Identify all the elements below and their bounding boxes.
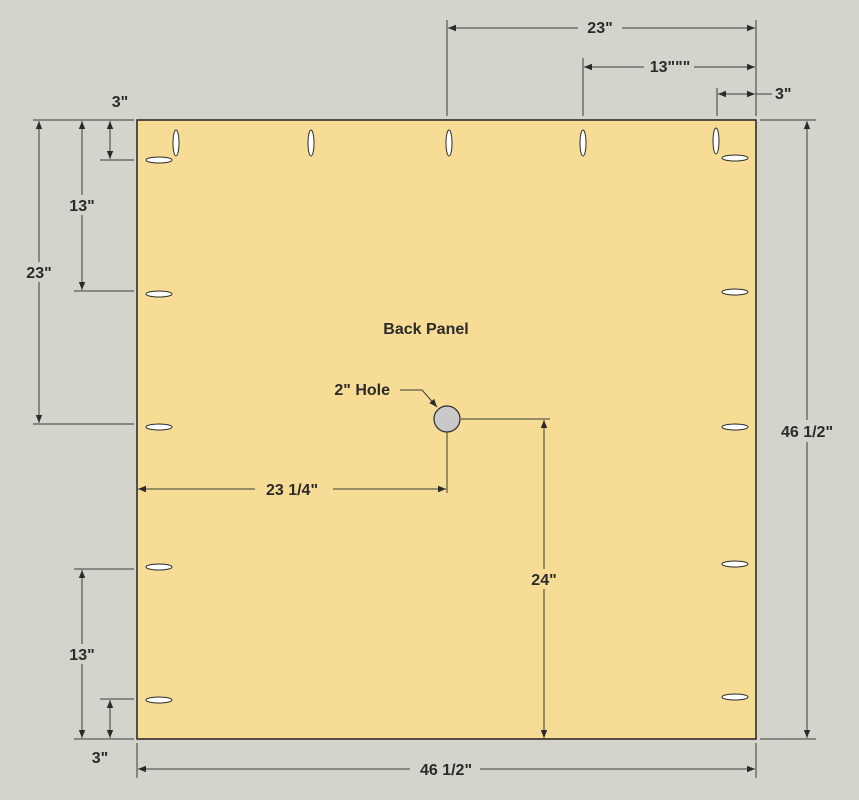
- dim-right-46: 46 1/2": [781, 424, 833, 441]
- top-slots: [172, 127, 720, 157]
- dim-hole-x: 23 1/4": [266, 482, 318, 499]
- dim-hole-y: 24": [531, 572, 556, 589]
- hole-leader: [400, 389, 438, 408]
- slot: [721, 288, 749, 296]
- slot: [145, 696, 173, 704]
- center-hole: [433, 405, 461, 433]
- slot: [721, 423, 749, 431]
- slot: [579, 129, 587, 157]
- dim-top-23: 23": [587, 20, 612, 37]
- right-dimensions: 46 1/2": [760, 119, 840, 740]
- slot: [445, 129, 453, 157]
- slot: [172, 129, 180, 157]
- panel-title: Back Panel: [383, 321, 468, 338]
- hole-dimensions: 23 1/4" 24": [138, 418, 564, 738]
- slot: [721, 693, 749, 701]
- dim-top-13: 13""": [650, 59, 691, 76]
- slot: [145, 423, 173, 431]
- dim-top-3: 3": [775, 86, 791, 103]
- slot: [712, 127, 720, 155]
- hole-label: 2" Hole: [334, 382, 390, 399]
- top-dimensions: 23" 13""" 3": [446, 17, 791, 116]
- slot: [307, 129, 315, 157]
- dim-bottom-46: 46 1/2": [420, 762, 472, 779]
- slot: [721, 154, 749, 162]
- dim-left-13-top: 13": [69, 198, 94, 215]
- dim-left-3-top: 3": [112, 94, 128, 111]
- slot: [721, 560, 749, 568]
- dim-left-13-bottom: 13": [69, 647, 94, 664]
- dim-left-3-bottom: 3": [92, 750, 108, 767]
- slot: [145, 290, 173, 298]
- slot: [145, 563, 173, 571]
- bottom-dimensions: 46 1/2": [136, 743, 757, 779]
- dim-left-23: 23": [26, 265, 51, 282]
- right-slots: [721, 154, 749, 701]
- left-dimensions: 3" 13" 23" 13" 3": [20, 94, 134, 767]
- slot: [145, 156, 173, 164]
- left-slots: [145, 156, 173, 704]
